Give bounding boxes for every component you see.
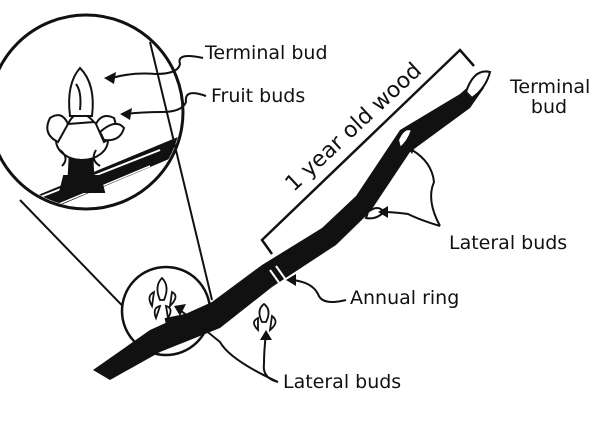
- arrowhead-lateral-buds-upper-2: [378, 206, 388, 218]
- magnifier-line-upper: [149, 41, 213, 301]
- label-lateral-buds-upper: Lateral buds: [449, 232, 568, 254]
- pointer-lateral-buds-lower: [179, 309, 279, 383]
- label-terminal-bud-tip: Terminal bud: [510, 76, 591, 118]
- inset-fruit-bud-cluster: [46, 66, 126, 193]
- label-annual-ring: Annual ring: [350, 287, 460, 309]
- label-fruit-buds: Fruit buds: [211, 85, 306, 107]
- arrowhead-lateral-buds-lower-2: [174, 304, 186, 316]
- pointer-lateral-buds-upper: [383, 149, 441, 227]
- arrowhead-fruit-buds: [120, 108, 132, 120]
- year-wood-bracket: [260, 48, 475, 255]
- pointer-annual-ring: [291, 279, 347, 303]
- lateral-bud-lower-2: [148, 276, 177, 321]
- arrowhead-lateral-buds-upper-1: [406, 144, 416, 154]
- lateral-bud-lower-1: [253, 302, 277, 333]
- arrowhead-annual-ring: [286, 274, 296, 286]
- arrowhead-lateral-buds-lower-1: [260, 330, 272, 340]
- pointer-terminal-bud-inset: [111, 55, 204, 79]
- label-terminal-bud-inset: Terminal bud: [205, 42, 328, 64]
- magnifier-line-lower: [19, 199, 141, 325]
- branch: [93, 78, 484, 380]
- lateral-bud-upper-1: [396, 128, 414, 150]
- arrowhead-terminal-bud-inset: [104, 72, 116, 84]
- tip-terminal-bud: [464, 70, 492, 100]
- pointer-fruit-buds: [125, 92, 207, 115]
- annual-ring-mark: [269, 265, 287, 285]
- label-lateral-buds-lower: Lateral buds: [283, 371, 402, 393]
